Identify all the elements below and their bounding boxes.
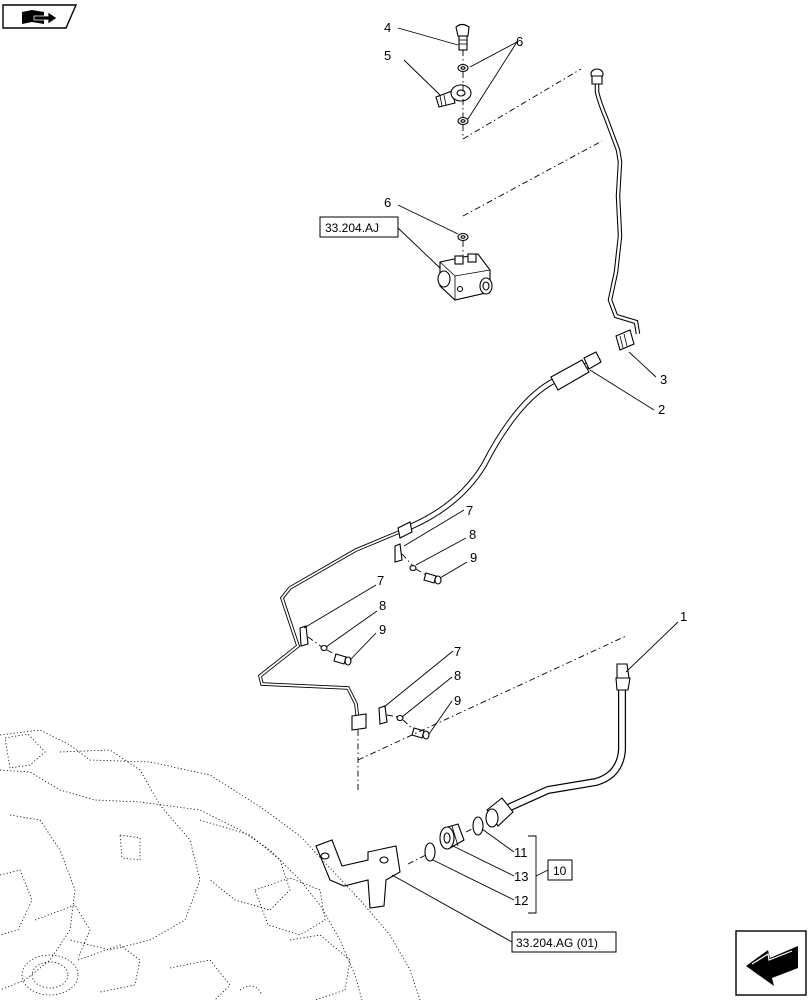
callout-7: 7 — [454, 644, 461, 659]
callout-13: 13 — [514, 869, 528, 884]
next-page-arrow-icon[interactable] — [735, 930, 807, 996]
callout-4: 4 — [384, 20, 391, 35]
callout-3: 3 — [660, 372, 667, 387]
fitting-3 — [615, 329, 635, 351]
ref-axle[interactable]: 33.204.AG (01) — [511, 931, 617, 953]
ref-valve[interactable]: 33.204.AJ — [319, 216, 399, 238]
washer-6-lower — [457, 116, 469, 126]
callout-9: 9 — [454, 693, 461, 708]
clamp-set-3 — [378, 705, 430, 740]
valve-block — [437, 253, 493, 301]
hose-1 — [485, 663, 631, 828]
axle-housing — [0, 729, 421, 1000]
callout-1: 1 — [680, 609, 687, 624]
callout-8: 8 — [379, 598, 386, 613]
callout-labels: 4 5 6 6 3 2 7 8 9 7 8 9 7 8 9 1 11 13 12 — [377, 20, 687, 908]
callout-9: 9 — [379, 622, 386, 637]
callout-7: 7 — [377, 573, 384, 588]
callout-9: 9 — [470, 550, 477, 565]
rigid-pipe-lower — [257, 521, 413, 731]
upper-pipe — [590, 68, 641, 335]
washer-6-upper — [457, 63, 469, 73]
clamp-set-1 — [394, 543, 442, 585]
callout-6: 6 — [516, 34, 523, 49]
callout-6: 6 — [384, 195, 391, 210]
oring-12 — [424, 842, 436, 862]
union-13 — [439, 823, 465, 850]
callout-8: 8 — [469, 527, 476, 542]
ref-valve-label: 33.204.AJ — [325, 221, 379, 235]
washer-6-valve — [457, 232, 469, 242]
callout-11: 11 — [514, 845, 528, 860]
book-arrow-icon[interactable] — [2, 4, 78, 29]
callout-7: 7 — [466, 503, 473, 518]
leader-lines — [303, 27, 679, 943]
clamp-set-2 — [299, 625, 352, 666]
callout-2: 2 — [658, 402, 665, 417]
callout-5: 5 — [384, 48, 391, 63]
hose-2 — [408, 351, 602, 530]
callout-8: 8 — [454, 668, 461, 683]
callout-12: 12 — [514, 893, 528, 908]
ref-kit-label: 10 — [553, 864, 567, 878]
banjo-fitting-5 — [435, 84, 472, 108]
ref-kit[interactable]: 10 — [547, 859, 573, 881]
oring-11 — [472, 816, 484, 836]
bolt-4 — [455, 23, 470, 51]
bracket — [315, 839, 401, 909]
ref-axle-label: 33.204.AG (01) — [516, 936, 598, 950]
